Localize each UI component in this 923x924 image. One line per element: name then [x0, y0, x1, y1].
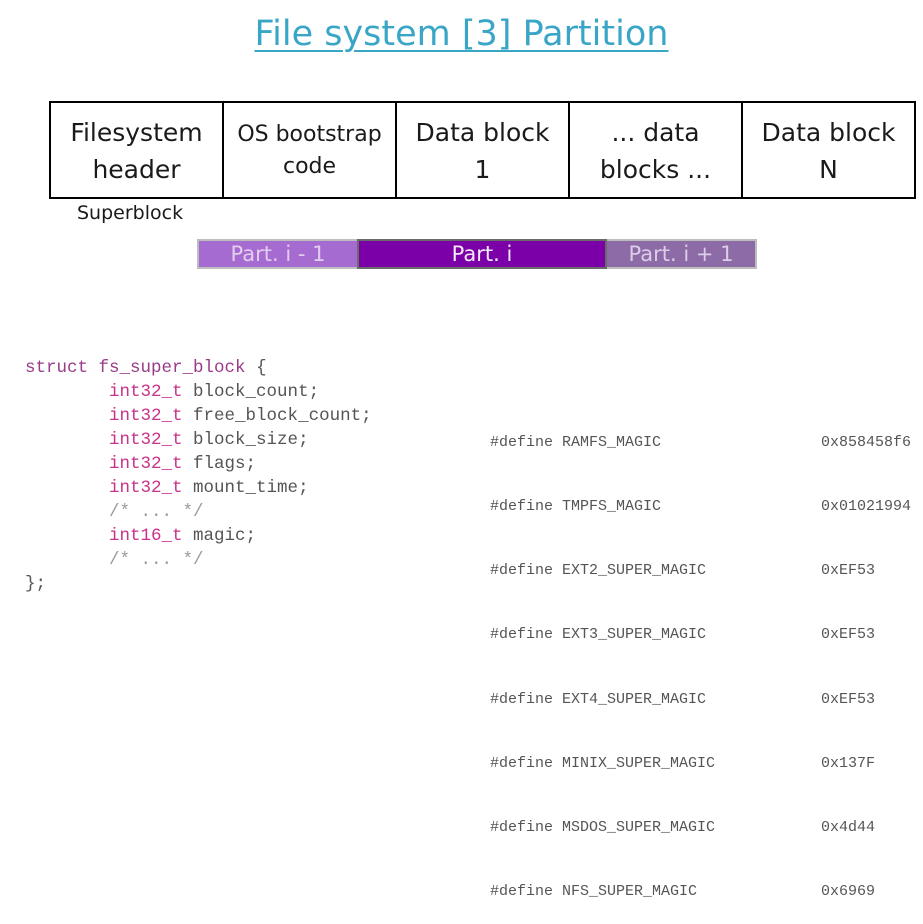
page-title: File system [3] Partition	[254, 14, 669, 54]
define-value: 0x4d44	[821, 819, 876, 837]
code-comment: /* ... */	[109, 550, 204, 570]
define-name: #define EXT2_SUPER_MAGIC	[490, 562, 707, 580]
define-row: #define EXT2_SUPER_MAGIC 0xEF53	[490, 560, 911, 581]
block-label: OS bootstrap	[237, 122, 382, 147]
block-data-1: Data block 1	[397, 103, 570, 197]
define-name: #define RAMFS_MAGIC	[490, 433, 662, 451]
field-name: magic;	[193, 526, 257, 546]
define-row: #define EXT4_SUPER_MAGIC 0xEF53	[490, 689, 911, 710]
define-name: #define EXT4_SUPER_MAGIC	[490, 690, 707, 708]
field-type: int32_t	[109, 430, 183, 450]
field-type: int32_t	[109, 478, 183, 498]
define-name: #define NFS_SUPER_MAGIC	[490, 883, 698, 901]
code-brace: {	[256, 358, 267, 378]
define-row: #define EXT3_SUPER_MAGIC 0xEF53	[490, 624, 911, 645]
magic-defines-list: #define RAMFS_MAGIC 0x858458f6 #define TM…	[490, 389, 911, 924]
code-brace: };	[25, 574, 47, 594]
define-row: #define RAMFS_MAGIC 0x858458f6	[490, 432, 911, 453]
define-name: #define MSDOS_SUPER_MAGIC	[490, 819, 716, 837]
block-label: Filesystem	[70, 118, 203, 147]
partition-current: Part. i	[357, 239, 607, 269]
define-value: 0x858458f6	[821, 433, 912, 451]
block-os-bootstrap: OS bootstrap code	[224, 103, 397, 197]
define-row: #define MINIX_SUPER_MAGIC 0x137F	[490, 753, 911, 774]
field-type: int16_t	[109, 526, 183, 546]
partition-prev: Part. i - 1	[197, 239, 357, 269]
partition-next: Part. i + 1	[607, 239, 757, 269]
code-comment: /* ... */	[109, 502, 204, 522]
field-name: block_count;	[193, 382, 320, 402]
partition-bar: Part. i - 1 Part. i Part. i + 1	[197, 239, 757, 269]
block-filesystem-header: Filesystem header	[51, 103, 224, 197]
field-name: mount_time;	[193, 478, 309, 498]
block-label: 1	[474, 155, 491, 184]
block-label: blocks ...	[599, 155, 712, 184]
block-label: code	[282, 154, 337, 179]
define-row: #define TMPFS_MAGIC 0x01021994	[490, 496, 911, 517]
define-name: #define TMPFS_MAGIC	[490, 498, 662, 516]
define-value: 0x01021994	[821, 498, 912, 516]
define-row: #define MSDOS_SUPER_MAGIC 0x4d44	[490, 817, 911, 838]
define-value: 0xEF53	[821, 626, 876, 644]
field-name: free_block_count;	[193, 406, 372, 426]
define-row: #define NFS_SUPER_MAGIC 0x6969	[490, 881, 911, 902]
block-label: ... data	[611, 118, 700, 147]
code-keyword: struct	[25, 358, 89, 378]
define-value: 0xEF53	[821, 690, 876, 708]
block-label: header	[92, 155, 181, 184]
define-value: 0x6969	[821, 883, 876, 901]
field-type: int32_t	[109, 454, 183, 474]
block-label: N	[819, 155, 838, 184]
field-name: block_size;	[193, 430, 309, 450]
field-name: flags;	[193, 454, 257, 474]
superblock-label: Superblock	[77, 202, 184, 224]
define-value: 0x137F	[821, 754, 876, 772]
partition-layout-diagram: Filesystem header OS bootstrap code Data b…	[49, 101, 916, 199]
block-label: Data block	[415, 118, 550, 147]
field-type: int32_t	[109, 406, 183, 426]
struct-name: fs_super_block	[98, 358, 246, 378]
define-name: #define EXT3_SUPER_MAGIC	[490, 626, 707, 644]
field-type: int32_t	[109, 382, 183, 402]
define-name: #define MINIX_SUPER_MAGIC	[490, 754, 716, 772]
block-label: Data block	[761, 118, 896, 147]
define-value: 0xEF53	[821, 562, 876, 580]
block-data-middle: ... data blocks ...	[570, 103, 743, 197]
struct-code-block: struct fs_super_block { int32_t block_co…	[25, 356, 372, 596]
